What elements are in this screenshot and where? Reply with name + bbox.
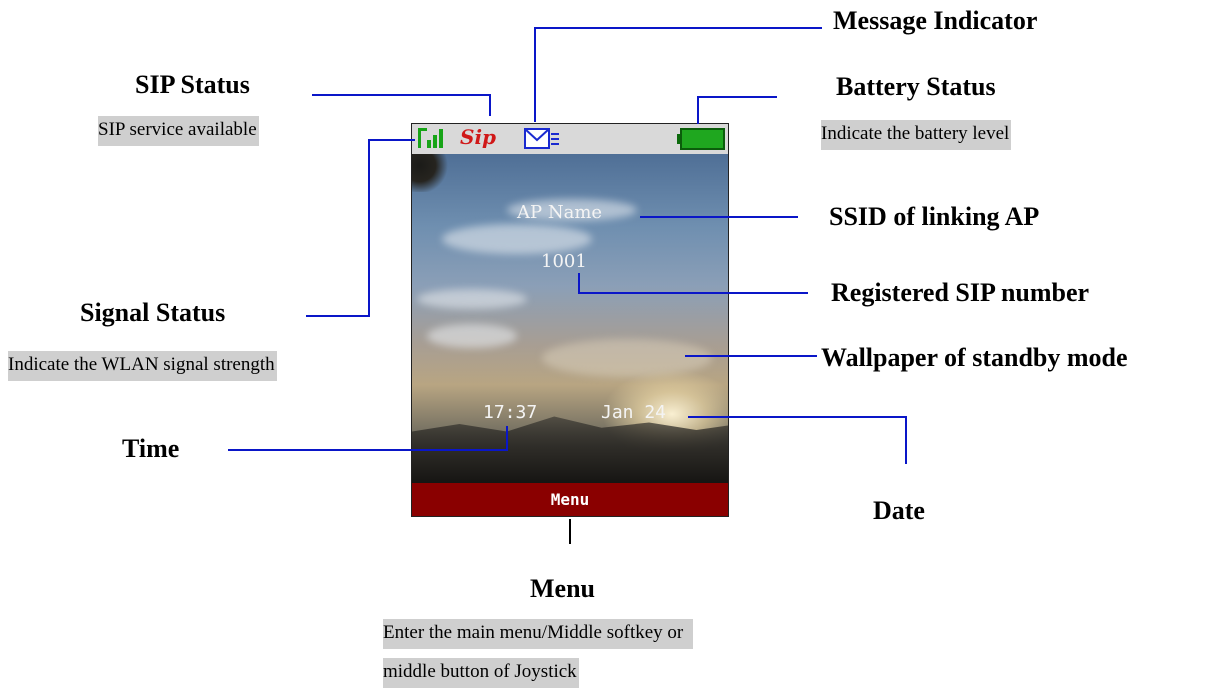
sip-status-desc: SIP service available	[98, 116, 259, 146]
tree-silhouette	[412, 154, 450, 192]
message-indicator-title: Message Indicator	[833, 6, 1038, 35]
sip-status-icon: Sip	[460, 125, 496, 149]
wallpaper: AP Name 1001 17:37 Jan 24	[412, 154, 728, 484]
date-text: Jan 24	[601, 402, 667, 423]
sip-status-title: SIP Status	[135, 70, 250, 99]
signal-status-title: Signal Status	[80, 298, 226, 327]
sip-status-line	[489, 94, 491, 116]
signal-status-line	[368, 139, 370, 316]
sip-logo-text: Sip	[460, 125, 497, 149]
sip-status-line	[312, 94, 490, 96]
date-line	[905, 416, 907, 464]
phone-screen: Sip AP Name 1001 17:37	[411, 123, 729, 517]
ssid-line	[640, 216, 798, 218]
message-indicator-line	[534, 27, 822, 29]
time-text: 17:37	[483, 402, 538, 423]
signal-status-desc: Indicate the WLAN signal strength	[8, 351, 277, 381]
signal-status-line	[368, 139, 415, 141]
time-title: Time	[122, 434, 180, 463]
date-title: Date	[873, 496, 925, 525]
sip-number-text: 1001	[541, 251, 587, 272]
menu-softkey-label: Menu	[550, 490, 590, 509]
signal-strength-icon	[418, 126, 446, 152]
message-indicator-line	[534, 27, 536, 122]
wallpaper-line	[685, 355, 817, 357]
signal-status-line	[306, 315, 370, 317]
registered-sip-line	[578, 273, 580, 294]
menu-line	[569, 519, 571, 544]
menu-softkey[interactable]: Menu	[412, 483, 728, 516]
battery-icon	[676, 128, 726, 150]
date-line	[688, 416, 906, 418]
message-icon	[524, 128, 562, 150]
battery-status-title: Battery Status	[836, 72, 996, 101]
ssid-title: SSID of linking AP	[829, 202, 1040, 231]
registered-sip-title: Registered SIP number	[831, 278, 1090, 307]
battery-status-line	[697, 96, 699, 124]
wallpaper-title: Wallpaper of standby mode	[821, 343, 1128, 372]
menu-desc-line1: Enter the main menu/Middle softkey or	[383, 619, 694, 649]
menu-desc-line2: middle button of Joystick	[383, 658, 579, 688]
time-line	[228, 449, 508, 451]
status-bar: Sip	[412, 124, 728, 154]
battery-status-line	[697, 96, 777, 98]
time-line	[506, 426, 508, 450]
battery-status-desc: Indicate the battery level	[821, 120, 1012, 150]
ap-name-text: AP Name	[517, 202, 603, 223]
menu-title: Menu	[530, 574, 595, 603]
registered-sip-line	[578, 292, 808, 294]
